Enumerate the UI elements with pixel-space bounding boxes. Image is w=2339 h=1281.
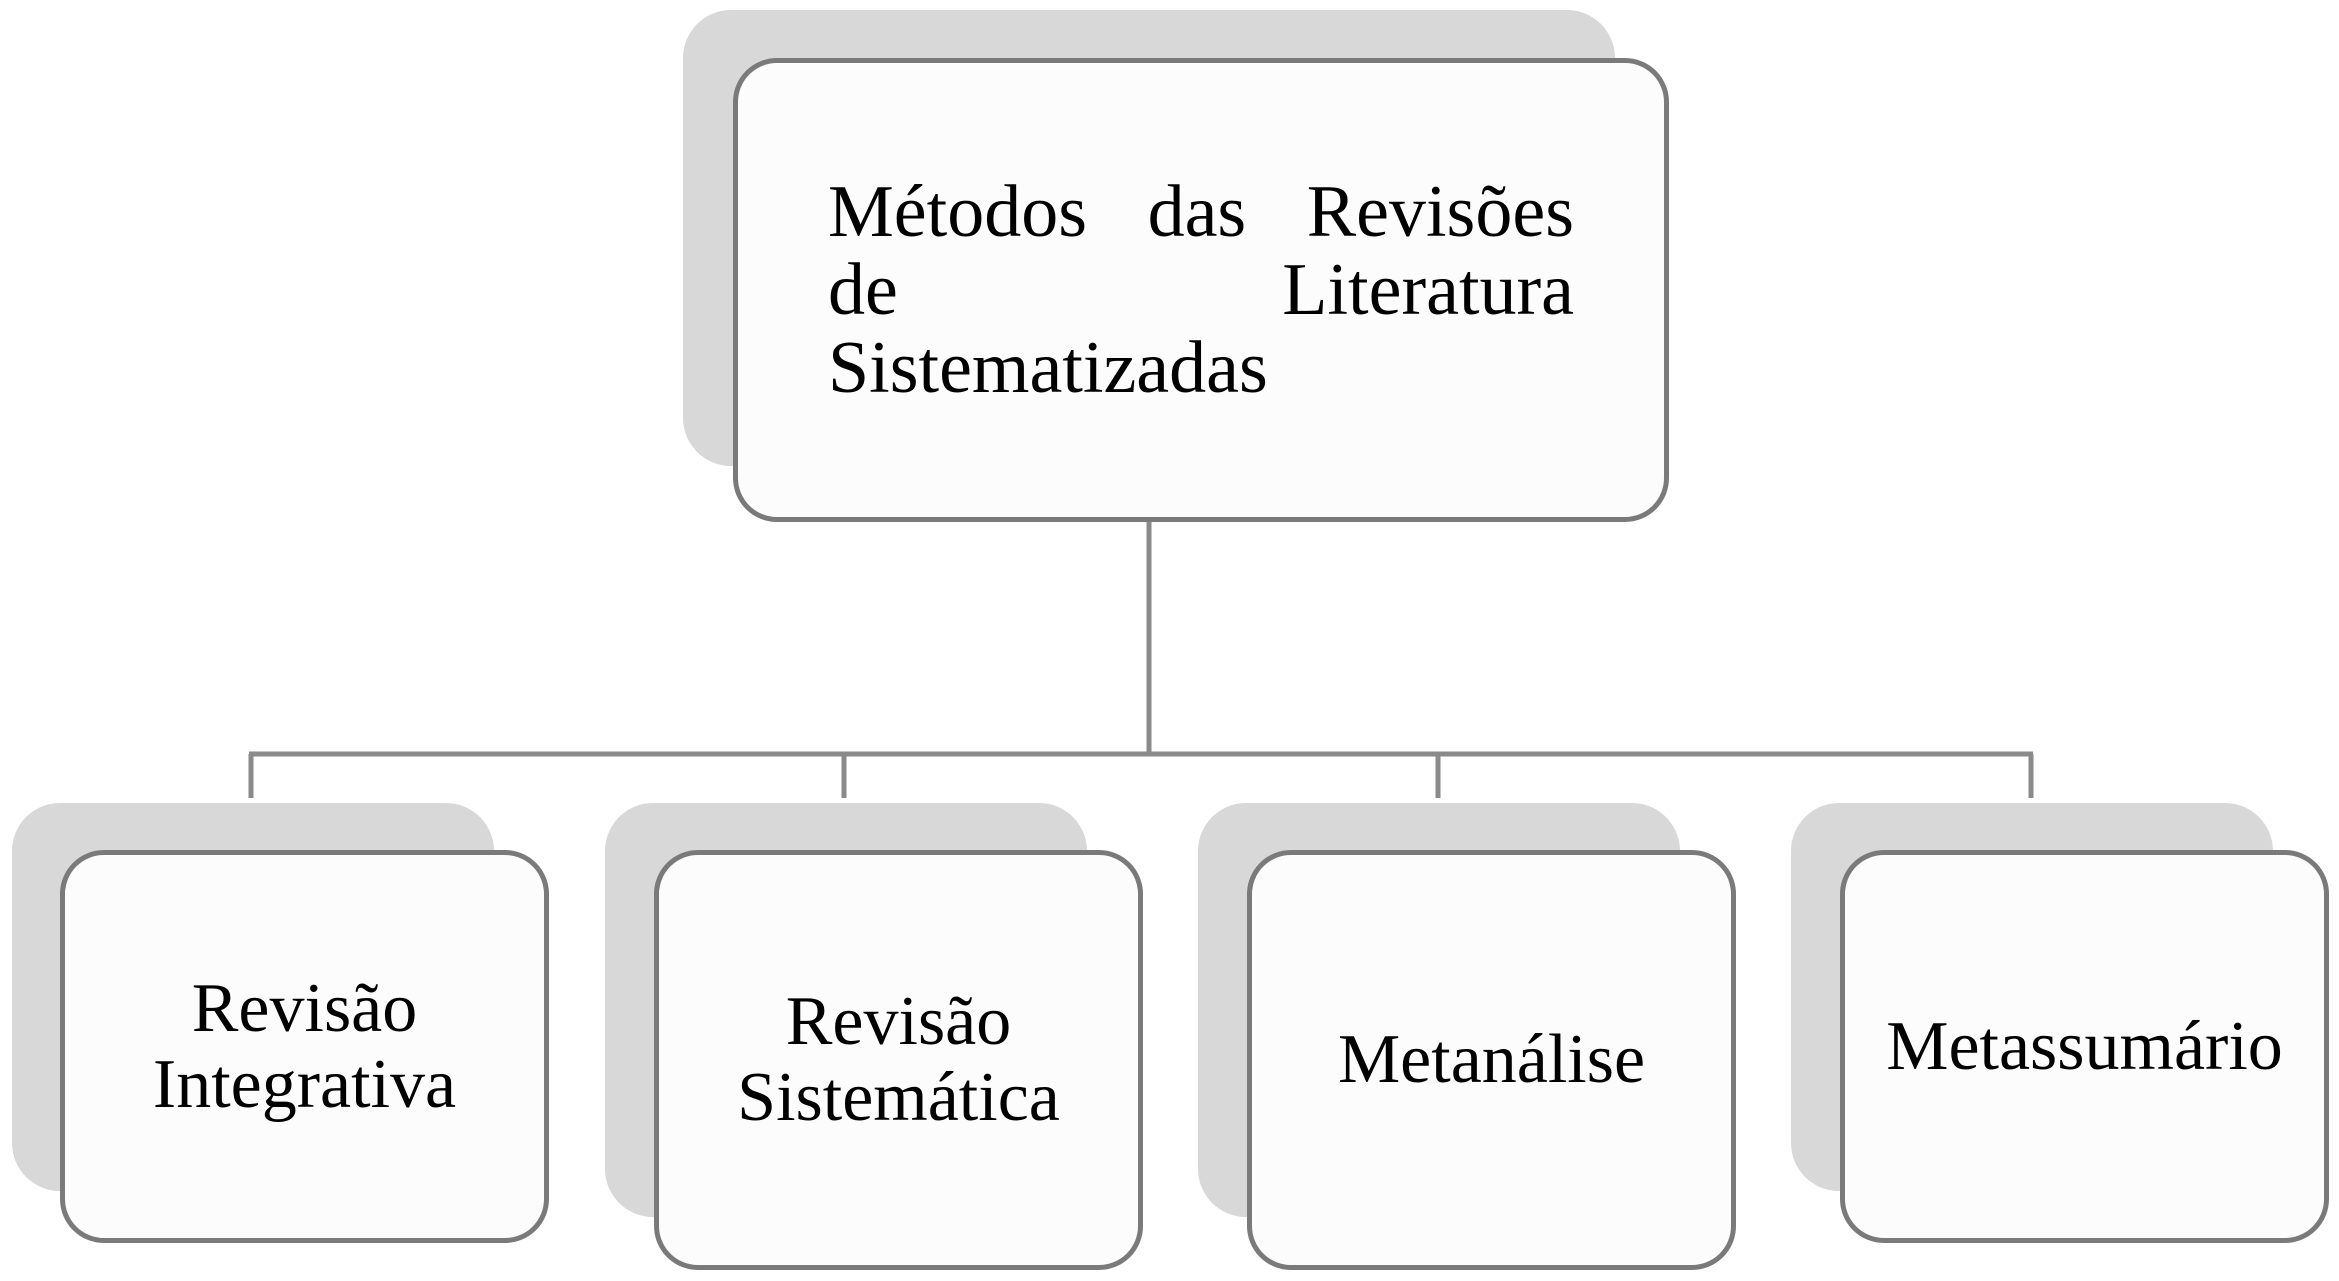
connector-lines [248, 472, 2034, 798]
hierarchy-diagram: Métodos das Revisões de Literatura Siste… [12, 10, 2329, 1270]
